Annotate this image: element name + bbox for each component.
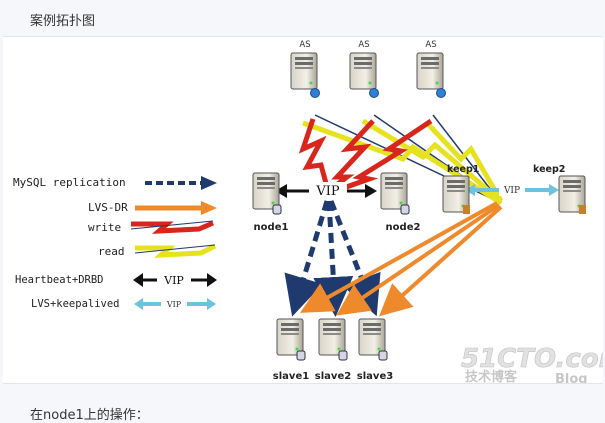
topology-diagram: MySQL replication LVS-DR write read Hear…	[3, 36, 605, 387]
watermark-blog: Blog	[555, 372, 588, 383]
vip-keep-bg	[499, 183, 525, 196]
watermark: 51CTO.com 技术博客 Blog	[461, 344, 605, 387]
vip-main-label: VIP	[315, 184, 340, 199]
legend-keepalived-right-arrowhead	[207, 298, 216, 310]
node2-label: node2	[386, 222, 421, 233]
legend-heartbeat-vip-bg	[157, 273, 191, 287]
legend-write-label: write	[88, 221, 121, 234]
lvs-dr-to-slave3	[379, 205, 503, 317]
legend-heartbeat-right-arrowhead	[207, 273, 217, 287]
read-bolt-as3	[425, 121, 504, 203]
legend-heartbeat-vip-text: VIP	[163, 274, 184, 287]
topology-svg: MySQL replication LVS-DR write read Hear…	[13, 40, 605, 387]
legend-keepalived-vip-text: VIP	[166, 300, 182, 309]
write-bolt-as3	[334, 118, 433, 194]
legend-keepalived-label: LVS+keepalived	[31, 298, 120, 310]
as2-globe-icon	[369, 88, 379, 98]
keep2-label: keep2	[533, 164, 565, 175]
slave1-label: slave1	[273, 371, 309, 382]
keep1-plug-icon	[463, 205, 470, 214]
slave1-disk-icon	[296, 350, 306, 361]
replication-to-slave2	[313, 200, 354, 317]
lvs-dr-to-slave2	[336, 203, 501, 316]
slave1-server-icon	[276, 318, 304, 356]
heartbeat-right-arrowhead	[365, 184, 377, 198]
vip-main-bg	[309, 182, 347, 198]
legend-replication-arrowhead	[201, 176, 217, 190]
as1-globe-icon	[310, 88, 320, 98]
as3-server-icon	[416, 52, 444, 90]
node1-server-icon	[252, 172, 280, 210]
legend-keepalived-left-arrowhead	[134, 298, 143, 310]
section-title: 案例拓扑图	[30, 14, 96, 29]
as1-server-icon	[290, 52, 318, 90]
keep2-plug-icon	[579, 205, 586, 214]
legend-lvs-dr-label: LVS-DR	[88, 201, 128, 214]
keep1-label: keep1	[447, 164, 479, 175]
body-text: 在node1上的操作：	[30, 408, 149, 423]
connections: VIP VIP	[275, 114, 559, 317]
watermark-sub: 技术博客	[465, 369, 518, 383]
servers: AS AS AS node1 node2 keep1 keep2 slave1 …	[252, 40, 586, 382]
slave2-label: slave2	[315, 371, 351, 382]
keepalived-right-arrowhead	[549, 184, 559, 196]
read-bolt-as2	[361, 118, 503, 203]
legend-read-bolt	[135, 243, 217, 258]
watermark-brand: 51CTO.com	[461, 344, 603, 374]
slave2-disk-icon	[338, 350, 348, 361]
legend-read-label: read	[98, 245, 125, 258]
legend-lvs-dr-arrowhead	[201, 201, 217, 215]
legend-write-line	[130, 220, 214, 230]
as2-server-icon	[349, 52, 377, 90]
write-bolt-as1	[298, 118, 330, 188]
legend: MySQL replication LVS-DR write read Hear…	[13, 176, 217, 310]
node2-disk-icon	[400, 204, 410, 215]
as1-label: AS	[299, 40, 310, 50]
legend-heartbeat-left-arrowhead	[133, 273, 143, 287]
slave3-server-icon	[358, 318, 386, 356]
legend-read-line	[134, 244, 216, 254]
as3-globe-icon	[436, 88, 446, 98]
heartbeat-left-arrowhead	[275, 184, 287, 198]
vip-keep-label: VIP	[503, 186, 520, 196]
legend-write-bolt	[131, 220, 214, 234]
replication-to-slave3	[328, 200, 381, 317]
slave3-label: slave3	[357, 371, 393, 382]
node2-server-icon	[380, 172, 408, 210]
legend-keepalived-vip-bg	[161, 298, 187, 310]
legend-heartbeat-label: Heartbeat+DRBD	[15, 274, 104, 286]
legend-mysql-replication-label: MySQL replication	[13, 176, 126, 189]
slave3-disk-icon	[378, 350, 388, 361]
node1-label: node1	[254, 222, 289, 233]
node1-disk-icon	[272, 204, 282, 215]
slave2-server-icon	[318, 318, 346, 356]
as2-label: AS	[358, 40, 369, 50]
replication-to-slave1	[284, 200, 330, 317]
keepalived-left-arrowhead	[465, 184, 475, 196]
write-bolt-as2	[329, 119, 375, 191]
as3-label: AS	[425, 40, 436, 50]
